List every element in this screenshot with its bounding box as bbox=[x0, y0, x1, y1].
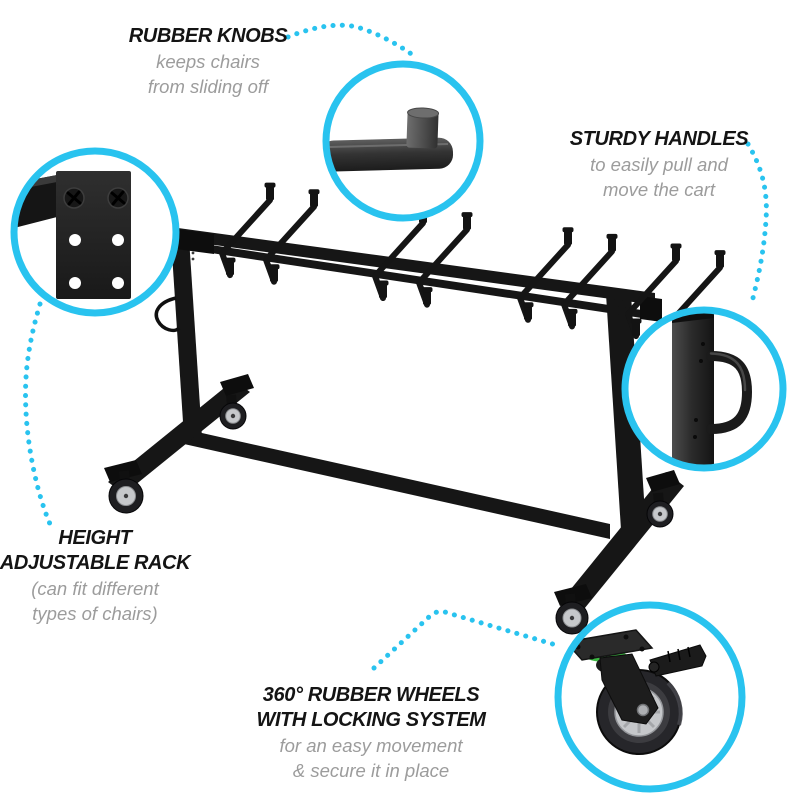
callout-title: RUBBER KNOBS bbox=[128, 25, 288, 47]
cart-top-rail-back bbox=[178, 228, 655, 305]
cart-caster-wheel bbox=[219, 394, 247, 430]
callout-description-line: (can fit different bbox=[31, 578, 159, 599]
callout-title: ADJUSTABLE RACK bbox=[0, 552, 191, 574]
callout-description-line: & secure it in place bbox=[292, 760, 450, 781]
cart-top-rail-front bbox=[178, 240, 655, 320]
connector-handles bbox=[745, 141, 769, 305]
detail-circle-rubber-knob bbox=[322, 60, 484, 222]
connector-wheels bbox=[371, 609, 559, 671]
callout-title: 360° RUBBER WHEELS bbox=[262, 684, 480, 706]
callout-title: WITH LOCKING SYSTEM bbox=[256, 709, 486, 731]
connector-rack bbox=[23, 301, 53, 527]
callout-height-adjustable-rack: HEIGHT ADJUSTABLE RACK (can fit differen… bbox=[0, 526, 191, 626]
callout-description-line: to easily pull and bbox=[590, 154, 728, 175]
callout-rubber-wheels: 360° RUBBER WHEELS WITH LOCKING SYSTEM f… bbox=[256, 683, 485, 783]
callout-connectors bbox=[23, 22, 769, 671]
callout-sturdy-handles: STURDY HANDLES to easily pull and move t… bbox=[570, 127, 749, 202]
cart-frame bbox=[104, 182, 726, 635]
callout-description-line: keeps chairs bbox=[156, 51, 260, 72]
cart-hook bbox=[154, 296, 181, 333]
callout-description-line: move the cart bbox=[602, 179, 716, 200]
callout-description-line: from sliding off bbox=[147, 76, 269, 97]
cart-caster-wheel bbox=[646, 492, 674, 528]
detail-circle-bracket bbox=[10, 147, 180, 317]
cart-bottom-rail bbox=[184, 429, 610, 539]
callout-title: STURDY HANDLES bbox=[569, 128, 749, 150]
cart-left-post bbox=[171, 238, 202, 437]
callout-description-line: for an easy movement bbox=[279, 735, 463, 756]
callout-rubber-knobs: RUBBER KNOBS keeps chairs from sliding o… bbox=[129, 24, 288, 99]
cart-casters bbox=[108, 394, 674, 635]
callout-title: HEIGHT bbox=[58, 527, 132, 549]
cart-caster-wheel bbox=[108, 470, 144, 514]
detail-circle-caster bbox=[554, 601, 746, 793]
connector-knobs bbox=[285, 22, 420, 61]
cart-caster-wheel bbox=[555, 593, 589, 635]
detail-circle-handle bbox=[621, 306, 787, 472]
callout-description-line: types of chairs) bbox=[32, 603, 158, 624]
rack-arms bbox=[219, 182, 726, 346]
